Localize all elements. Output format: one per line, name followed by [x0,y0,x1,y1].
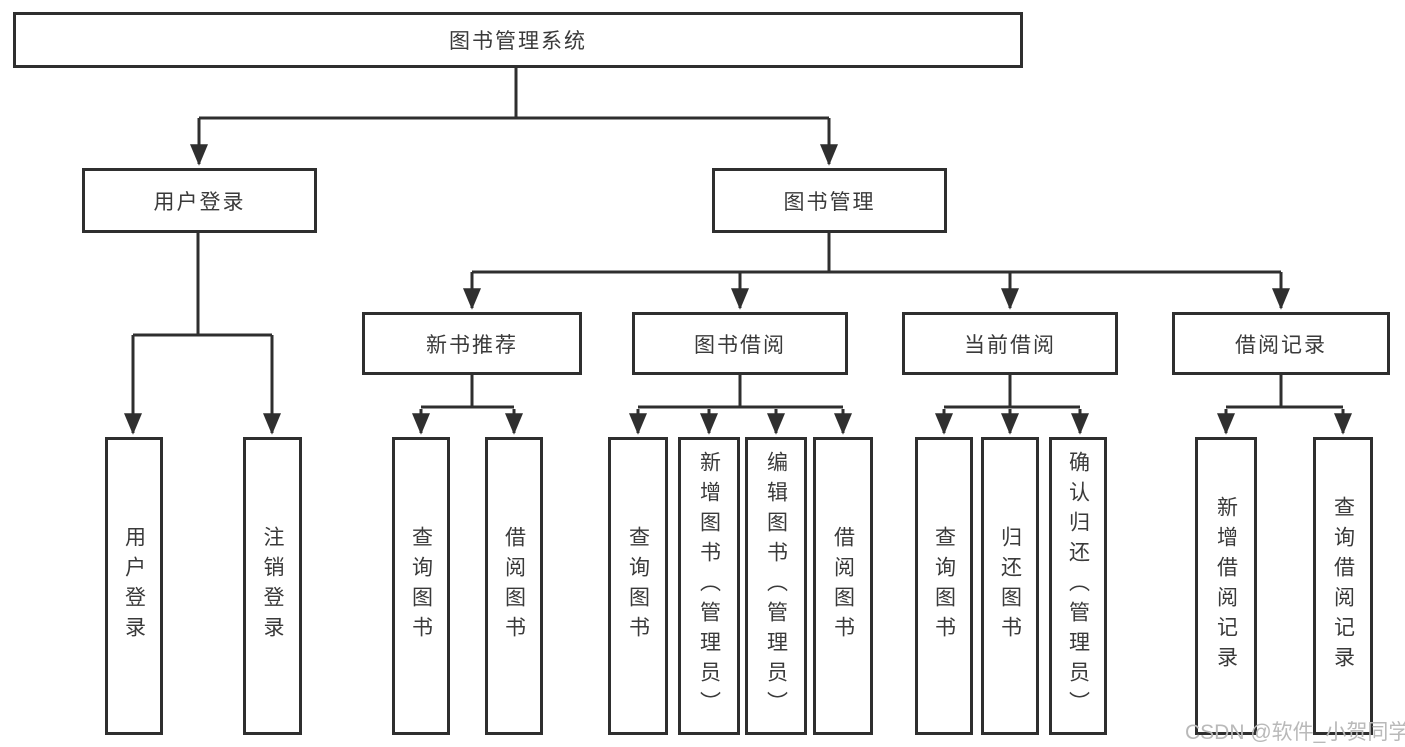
node-logout-leaf: 注销登录 [243,437,302,735]
node-borrow-books-under-recommend: 借阅图书 [485,437,543,735]
node-borrowing-records-label: 借阅记录 [1235,333,1327,357]
node-confirm-return-admin: 确认归还（管理员） [1049,437,1107,735]
node-borrow-books-under-borrowing: 借阅图书 [813,437,873,735]
watermark: CSDN @软件_小贺同学 [1185,721,1405,744]
node-book-management-label: 图书管理 [783,190,876,214]
node-current-borrowing-label: 当前借阅 [964,333,1056,357]
node-borrowing-records: 借阅记录 [1172,312,1390,375]
node-query-borrow-record: 查询借阅记录 [1313,437,1373,735]
node-user-login-label: 用户登录 [153,190,246,214]
node-query-books-under-borrowing: 查询图书 [608,437,668,735]
node-current-borrowing: 当前借阅 [902,312,1118,375]
node-add-books-admin: 新增图书（管理员） [678,437,740,735]
node-new-book-recommend-label: 新书推荐 [426,333,518,357]
node-root-label: 图书管理系统 [449,30,587,53]
node-edit-books-admin: 编辑图书（管理员） [745,437,807,735]
node-query-books-under-recommend: 查询图书 [392,437,450,735]
node-user-login: 用户登录 [82,168,317,233]
node-return-books: 归还图书 [981,437,1039,735]
node-add-borrow-record: 新增借阅记录 [1195,437,1257,735]
node-user-login-leaf: 用户登录 [105,437,163,735]
node-new-book-recommend: 新书推荐 [362,312,582,375]
node-query-books-under-current: 查询图书 [915,437,973,735]
node-root: 图书管理系统 [13,12,1023,68]
node-book-borrowing: 图书借阅 [632,312,848,375]
node-book-management: 图书管理 [712,168,947,233]
node-book-borrowing-label: 图书借阅 [694,333,786,357]
